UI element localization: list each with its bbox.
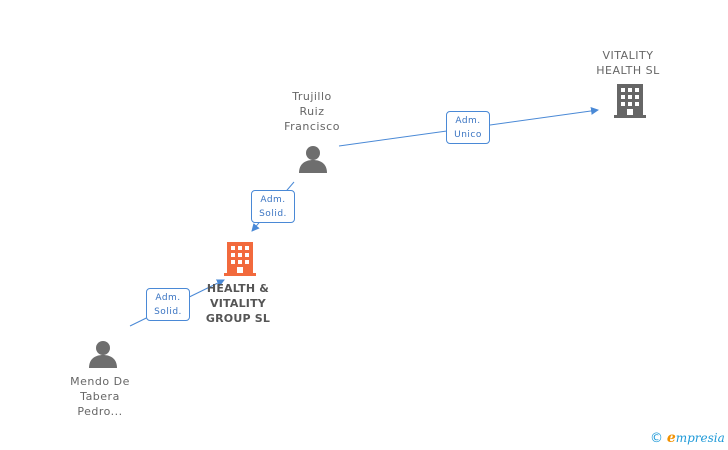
edge-label-adm-solid-trujillo[interactable]: Adm. Solid. [251, 190, 295, 223]
building-icon[interactable] [224, 242, 256, 276]
copyright-icon: © [650, 431, 663, 446]
brand-name: mpresia [675, 431, 725, 445]
brand-initial: e [666, 430, 676, 446]
node-label-vitality-health: VITALITY HEALTH SL [596, 49, 660, 77]
node-label-health-vitality-group: HEALTH & VITALITY GROUP SL [205, 282, 271, 325]
building-icon[interactable] [614, 84, 646, 118]
node-label-mendo: Mendo De Tabera Pedro... [70, 375, 130, 418]
person-icon[interactable] [88, 340, 118, 368]
edge-label-adm-unico[interactable]: Adm. Unico [446, 111, 490, 144]
edge-label-adm-solid-mendo[interactable]: Adm. Solid. [146, 288, 190, 321]
empresia-watermark: © empresia [650, 430, 725, 446]
node-label-trujillo: Trujillo Ruiz Francisco [284, 90, 340, 133]
person-icon[interactable] [298, 145, 328, 173]
